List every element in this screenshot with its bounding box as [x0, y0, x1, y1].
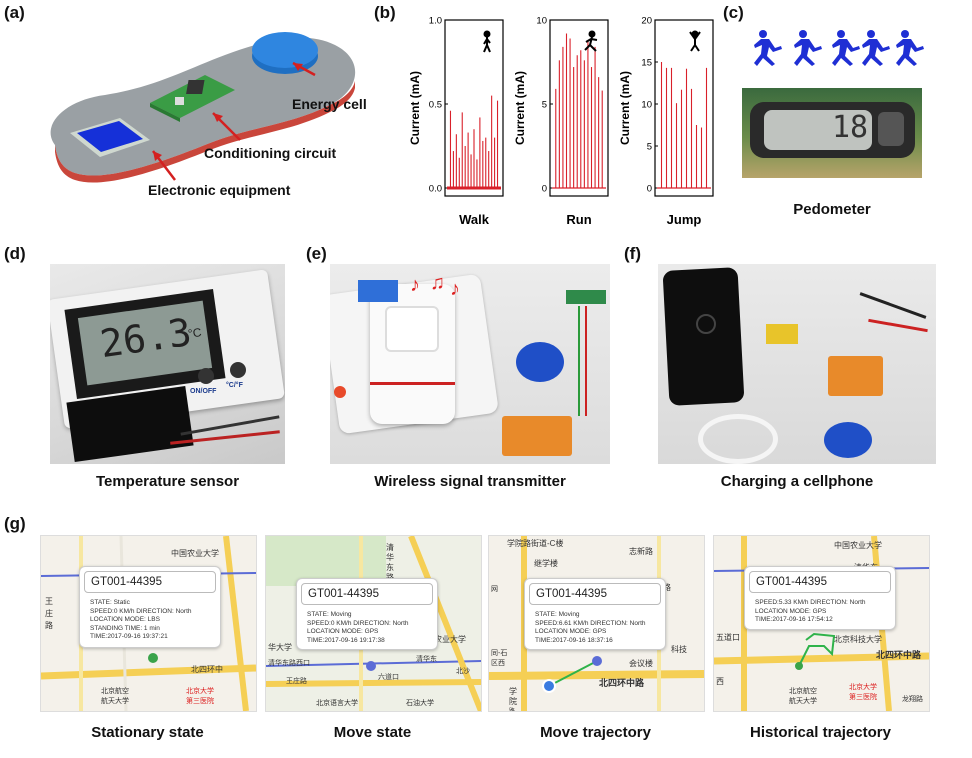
y-tick-label: 0 — [542, 184, 547, 195]
equipment-screen — [77, 121, 143, 152]
pedometer-screen — [764, 110, 872, 150]
panel-letter-e: (e) — [306, 244, 327, 263]
sensor-unit-button — [230, 362, 246, 378]
temperature-unit: °C — [187, 325, 203, 341]
panel-letter-f: (f) — [624, 244, 641, 263]
transmitter-label-tag — [358, 280, 398, 302]
energy-cell-puck — [824, 422, 872, 458]
chart-caption: Walk — [459, 212, 490, 227]
label-electronic-equipment: Electronic equipment — [148, 182, 291, 198]
energy-cell-puck — [516, 342, 564, 382]
caption-move-trajectory: Move trajectory — [540, 724, 651, 741]
music-note-icon: ♪ — [450, 278, 460, 300]
music-note-icon: ♪ — [410, 274, 420, 296]
map-info-card[interactable]: GT001-44395 STATE: Moving SPEED:6.61 KM/… — [524, 578, 666, 650]
device-id: GT001-44395 — [749, 571, 891, 593]
panel-letter-g: (g) — [4, 514, 26, 533]
y-tick-label: 10 — [536, 16, 547, 27]
doorbell-button — [385, 306, 439, 352]
y-axis-label: Current (mA) — [618, 71, 632, 145]
rf-module — [566, 290, 606, 304]
pedometer-button — [878, 112, 904, 146]
insole-illustration — [50, 32, 356, 183]
label-energy-cell: Energy cell — [292, 96, 367, 112]
caption-temperature-sensor: Temperature sensor — [95, 473, 240, 490]
y-tick-label: 1.0 — [429, 16, 442, 27]
caption-historical-trajectory: Historical trajectory — [750, 724, 891, 741]
y-tick-label: 20 — [641, 16, 652, 27]
label-conditioning-circuit: Conditioning circuit — [204, 145, 337, 161]
map-historical-trajectory: 中国农业大学 清华东 北京科技大学 北四环中路 北京航空 航天大学 北京大学 第… — [713, 535, 930, 712]
sensor-onoff-button — [198, 368, 214, 384]
map-move-state: 清 华 东 路 华大学 农业大学 清华东路西口 清华东 北沙 六道口 王庄路 北… — [265, 535, 482, 712]
jumping-person-icon — [689, 30, 701, 52]
caption-stationary-state: Stationary state — [91, 724, 204, 741]
device-id: GT001-44395 — [529, 583, 661, 605]
chart-frame — [654, 19, 714, 197]
usb-cable — [698, 414, 778, 464]
charging-cellphone-photo — [658, 264, 936, 464]
temperature-sensor-photo: 26.3 °C ON/OFF °C/°F — [50, 264, 285, 464]
energy-cell — [252, 32, 318, 68]
panel-letter-a: (a) — [4, 3, 25, 22]
wireless-transmitter-photo: ♪ ♫ ♪ — [330, 264, 610, 464]
circuit-chip — [186, 80, 205, 94]
y-axis-label: Current (mA) — [513, 71, 527, 145]
breadboard — [502, 416, 572, 456]
panel-letter-b: (b) — [374, 3, 396, 22]
chart-caption: Run — [566, 212, 591, 227]
device-id: GT001-44395 — [84, 571, 216, 593]
sensor-unit-label: °C/°F — [226, 382, 243, 389]
sensor-onoff-label: ON/OFF — [190, 388, 217, 395]
chart-frame — [549, 19, 609, 197]
panel-letter-c: (c) — [723, 3, 744, 22]
map-stationary-state: 中国农业大学 北四环中 北京航空 航天大学 北京大学 第三医院 王 庄 路 GT… — [40, 535, 257, 712]
running-person-icon — [584, 30, 598, 52]
panel-letter-d: (d) — [4, 244, 26, 263]
runners-icon — [754, 30, 924, 66]
caption-move-state: Move state — [333, 724, 412, 741]
breadboard — [828, 356, 883, 396]
map-info-card[interactable]: GT001-44395 STATE: Moving SPEED:0 KM/h D… — [296, 578, 438, 650]
y-tick-label: 15 — [641, 58, 652, 69]
walking-person-icon — [483, 30, 491, 53]
music-note-icon: ♫ — [430, 272, 445, 294]
cellphone — [662, 267, 745, 406]
caption-pedometer: Pedometer — [793, 201, 871, 218]
y-tick-label: 5 — [647, 142, 652, 153]
conditioning-circuit-board — [150, 75, 235, 118]
map-info-card[interactable]: GT001-44395 SPEED:5.33 KM/h DIRECTION: N… — [744, 566, 896, 630]
map-move-trajectory: 学院路街道-C楼 志新路 继学楼 四环东路 科技 会议楼 北四环中路 学 院 路… — [488, 535, 705, 712]
y-tick-label: 5 — [542, 100, 547, 111]
pedometer-photo: 18 — [742, 88, 922, 178]
caption-wireless-transmitter: Wireless signal transmitter — [374, 473, 566, 490]
pedometer-display: 18 — [832, 110, 869, 145]
y-tick-label: 0.0 — [429, 184, 442, 195]
caption-charging-cellphone: Charging a cellphone — [720, 473, 874, 490]
y-tick-label: 10 — [641, 100, 652, 111]
y-tick-label: 0 — [647, 184, 652, 195]
chart-caption: Jump — [667, 212, 702, 227]
chart-frame — [444, 19, 504, 197]
voltage-module — [766, 324, 798, 344]
y-tick-label: 0.5 — [429, 100, 442, 111]
charging-icon — [696, 314, 716, 334]
y-axis-label: Current (mA) — [408, 71, 422, 145]
map-info-card[interactable]: GT001-44395 STATE: Static SPEED:0 KM/h D… — [79, 566, 221, 648]
wireless-doorbell — [370, 284, 455, 424]
device-id: GT001-44395 — [301, 583, 433, 605]
